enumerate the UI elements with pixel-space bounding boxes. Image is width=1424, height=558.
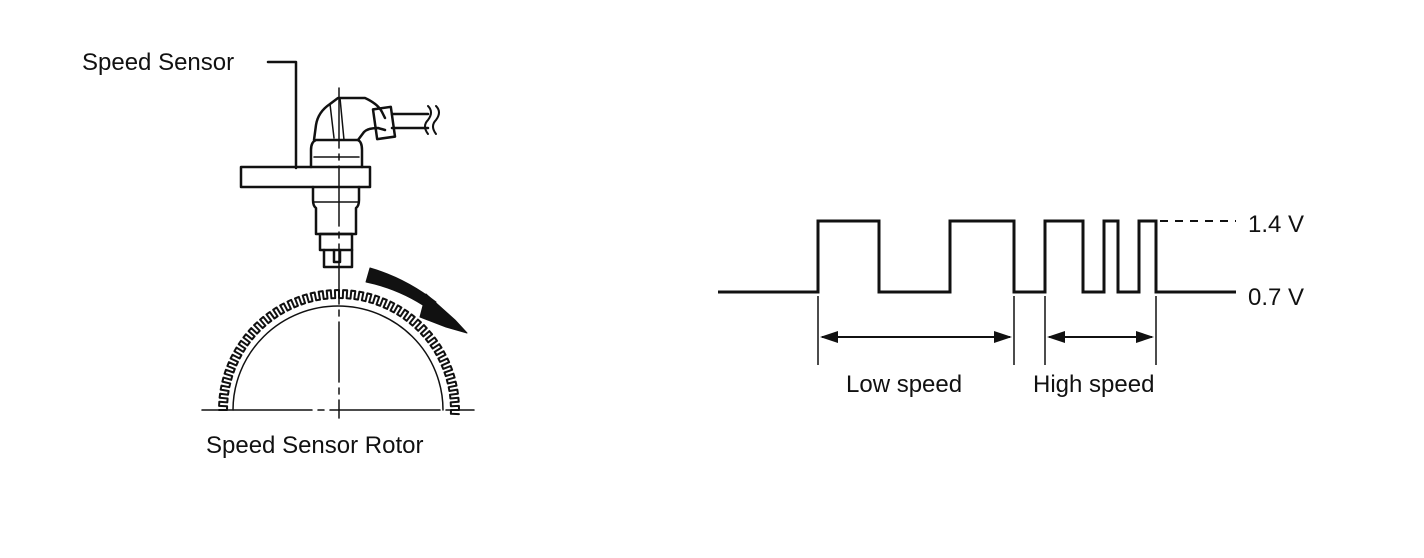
rotor-teeth (218, 289, 460, 416)
sensor-elbow-inner (329, 97, 345, 141)
low-speed-arrow-left-icon (820, 331, 838, 343)
sensor-tip-end (322, 248, 354, 269)
low-speed-label: Low speed (846, 371, 962, 398)
speed-sensor-assembly (201, 60, 475, 419)
low-voltage-label: 0.7 V (1248, 284, 1304, 311)
sensor-cable (390, 112, 430, 130)
high-voltage-label: 1.4 V (1248, 211, 1304, 238)
speed-signal-waveform (718, 219, 1236, 365)
rotation-arrow-head (419, 293, 468, 334)
sensor-upper-body (309, 138, 364, 169)
cable-break-mark (424, 105, 440, 135)
sensor-leader-line (266, 60, 298, 170)
high-speed-arrow-left-icon (1047, 331, 1065, 343)
rotor-toothed-edge (218, 289, 460, 416)
sensor-tip (318, 232, 354, 252)
speed-sensor-rotor-label: Speed Sensor Rotor (206, 432, 423, 459)
low-speed-arrow-right-icon (994, 331, 1012, 343)
pulse-waveform (718, 219, 1236, 294)
high-speed-label: High speed (1033, 371, 1154, 398)
sensor-lower-body (311, 185, 361, 236)
sensor-mounting-bracket (239, 165, 372, 189)
high-speed-arrow-right-icon (1136, 331, 1154, 343)
sensor-connector-head (371, 105, 397, 141)
rotor-inner-circle (232, 305, 444, 411)
speed-sensor-label: Speed Sensor (82, 49, 234, 76)
